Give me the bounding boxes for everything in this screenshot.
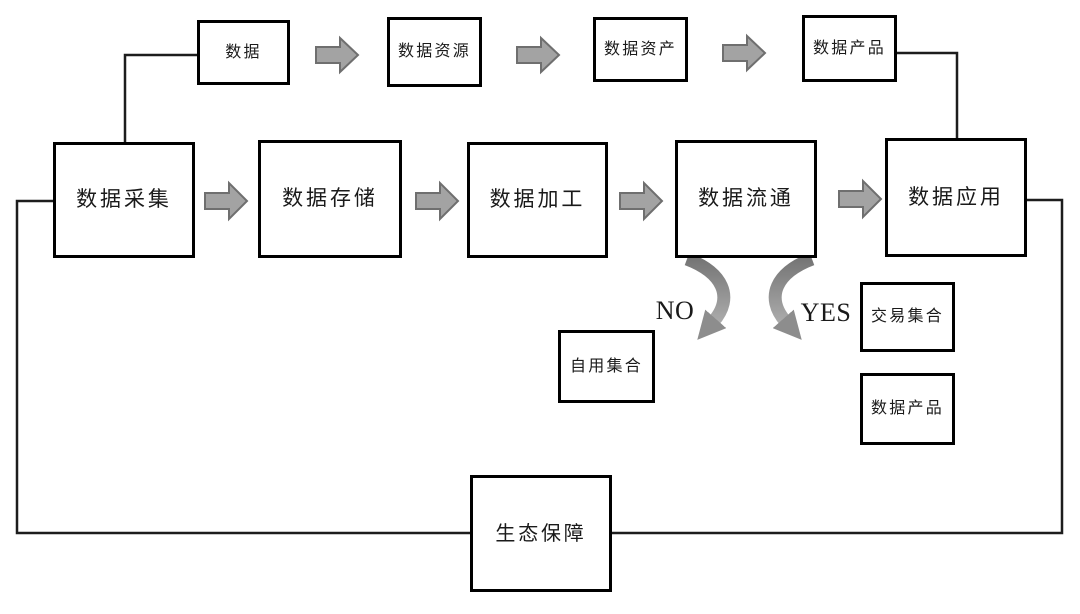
node-data-product-top: 数据产品 (802, 15, 897, 82)
node-data-asset: 数据资产 (593, 17, 688, 82)
node-self-use-set: 自用集合 (558, 330, 655, 403)
connector-data-to-collection (123, 53, 197, 142)
node-label: 数据 (225, 43, 262, 61)
node-label: 数据产品 (871, 400, 944, 418)
node-label: 数据加工 (489, 187, 586, 212)
node-label: 数据应用 (908, 184, 1004, 209)
node-label: 自用集合 (570, 357, 643, 375)
connector-product-to-application (897, 51, 959, 138)
branch-no-label: NO (655, 296, 695, 325)
flow-arrow-icon (838, 178, 883, 220)
branch-yes-arrow-icon (768, 252, 815, 340)
node-label: 数据产品 (813, 39, 886, 57)
node-data-storage: 数据存储 (258, 140, 402, 258)
connector-application-to-ecology (612, 198, 1064, 535)
node-data-product-bottom: 数据产品 (860, 373, 955, 445)
node-ecological-support: 生态保障 (470, 475, 612, 592)
node-transaction-set: 交易集合 (860, 282, 955, 352)
node-label: 数据采集 (76, 187, 172, 212)
node-label: 数据存储 (282, 186, 378, 211)
connector-ecology-to-collection (15, 199, 470, 535)
node-label: 数据资源 (398, 43, 471, 61)
branch-yes-label: YES (800, 298, 852, 327)
flow-arrow-icon (722, 33, 767, 73)
node-label: 数据资产 (604, 40, 677, 58)
node-data-collection: 数据采集 (53, 142, 195, 258)
flow-arrow-icon (516, 35, 561, 75)
node-data-resource: 数据资源 (387, 17, 482, 87)
branch-no-arrow-icon (684, 252, 731, 340)
flow-arrow-icon (415, 180, 460, 222)
node-data-application: 数据应用 (885, 138, 1027, 257)
node-data-processing: 数据加工 (467, 142, 608, 258)
flow-arrow-icon (619, 180, 664, 222)
node-label: 生态保障 (495, 522, 587, 545)
node-label: 交易集合 (871, 308, 944, 326)
node-data: 数据 (197, 20, 290, 85)
flow-arrow-icon (204, 180, 249, 222)
node-data-circulation: 数据流通 (675, 140, 817, 258)
flow-arrow-icon (315, 35, 360, 75)
node-label: 数据流通 (698, 186, 794, 211)
